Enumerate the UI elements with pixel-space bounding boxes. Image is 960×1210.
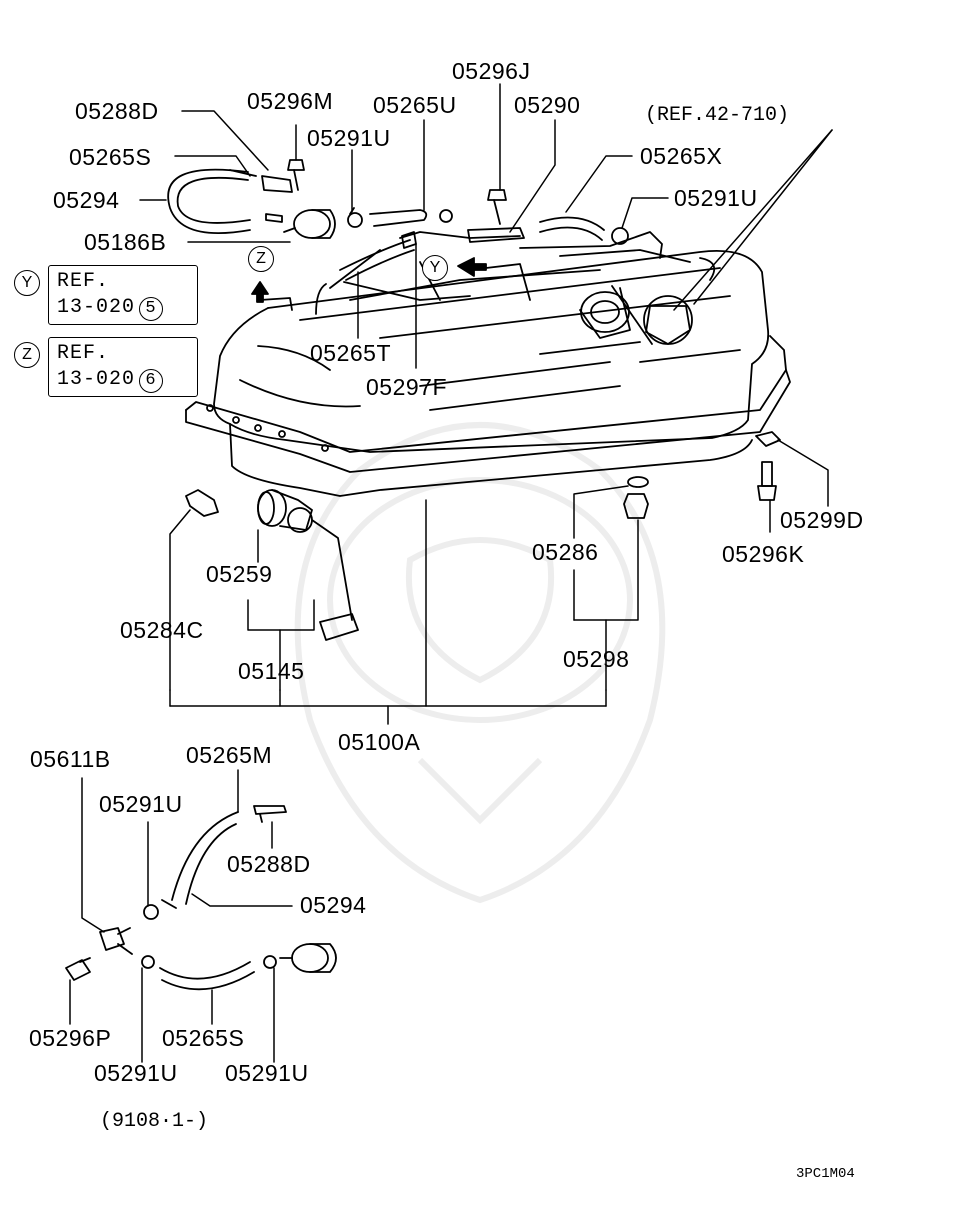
label-05297F: 05297F (366, 374, 448, 400)
drawing-code: 3PC1M04 (796, 1166, 855, 1182)
label-05145: 05145 (238, 658, 305, 684)
connector-05288D-top (261, 175, 293, 193)
label-05291U-mid: 05291U (99, 791, 183, 817)
fitting-05290 (439, 209, 525, 243)
label-05265T: 05265T (310, 340, 392, 366)
bolt-05296J (487, 189, 507, 225)
ref-note-42-710: (REF.42-710) (645, 104, 790, 127)
label-05294-bottom: 05294 (300, 892, 367, 918)
label-05296K: 05296K (722, 541, 805, 567)
label-05284C: 05284C (120, 617, 204, 643)
hose-05265M (161, 811, 239, 909)
bolt-05296P (65, 957, 91, 981)
label-05299D: 05299D (780, 507, 864, 533)
leader-lines (69, 83, 833, 1063)
gasket-05259 (257, 491, 275, 525)
plug-05298 (623, 493, 649, 519)
label-05259: 05259 (206, 561, 273, 587)
canister-05186B (265, 209, 336, 239)
hose-05265X (539, 216, 605, 241)
hose-05265S-bottom (159, 961, 255, 991)
label-05296M: 05296M (247, 88, 334, 114)
date-note: (9108·1-) (100, 1110, 209, 1133)
label-05265M: 05265M (186, 742, 273, 768)
label-05288D-top: 05288D (75, 98, 159, 124)
label-05291U-right: 05291U (674, 185, 758, 211)
hose-05265S-top (229, 169, 257, 177)
label-05186B: 05186B (84, 229, 167, 255)
hose-05265T (339, 239, 415, 281)
clamp-05291U-right (611, 227, 629, 245)
clamp-05291U-br (263, 955, 277, 969)
ref-box-y-index: 5 (139, 297, 164, 321)
label-05265X: 05265X (640, 143, 723, 169)
label-05296P: 05296P (29, 1025, 112, 1051)
canister-lower (279, 943, 337, 973)
label-05100A: 05100A (338, 729, 421, 755)
view-marker-z: Z (248, 246, 274, 272)
ref-z-marker: Z (14, 342, 40, 368)
view-arrow-y (457, 257, 487, 277)
clamp-05291U-bl (141, 955, 155, 969)
label-05291U-bl: 05291U (94, 1060, 178, 1086)
label-05290: 05290 (514, 92, 581, 118)
clamp-05291U-mid (143, 904, 159, 920)
ref-box-z-line1: REF. (57, 342, 110, 365)
label-05296J: 05296J (452, 58, 531, 84)
bracket-05611B (99, 927, 133, 955)
drain-plug-05284C (185, 489, 219, 517)
ref-box-z-code: 13-020 (57, 368, 136, 391)
bolt-05296M (287, 159, 305, 191)
label-05291U-br: 05291U (225, 1060, 309, 1086)
clamp-05299D (755, 431, 781, 447)
fuel-tank (185, 231, 791, 497)
label-05291U-top: 05291U (307, 125, 391, 151)
watermark-emblem (294, 422, 666, 904)
label-05294-top: 05294 (53, 187, 120, 213)
label-05286: 05286 (532, 539, 599, 565)
label-05611B: 05611B (30, 746, 111, 772)
ref-box-y-code: 13-020 (57, 296, 136, 319)
ref-box-y-line1: REF. (57, 270, 110, 293)
view-arrow-z (251, 281, 269, 303)
label-05265S-bottom: 05265S (162, 1025, 245, 1051)
connector-05288D-bottom (253, 805, 287, 823)
clamp-05291U-top (347, 207, 363, 228)
bolt-05296K (757, 461, 777, 501)
hose-05294-top (167, 168, 251, 234)
view-marker-y: Y (422, 255, 448, 281)
ref-box-z-index: 6 (139, 369, 164, 393)
hose-05265U (369, 209, 428, 227)
gauge-unit-05145 (257, 489, 359, 641)
label-05288D-bottom: 05288D (227, 851, 311, 877)
plug-05286 (627, 476, 649, 488)
label-05265S-top: 05265S (69, 144, 152, 170)
label-05298: 05298 (563, 646, 630, 672)
label-05265U: 05265U (373, 92, 457, 118)
ref-y-marker: Y (14, 270, 40, 296)
